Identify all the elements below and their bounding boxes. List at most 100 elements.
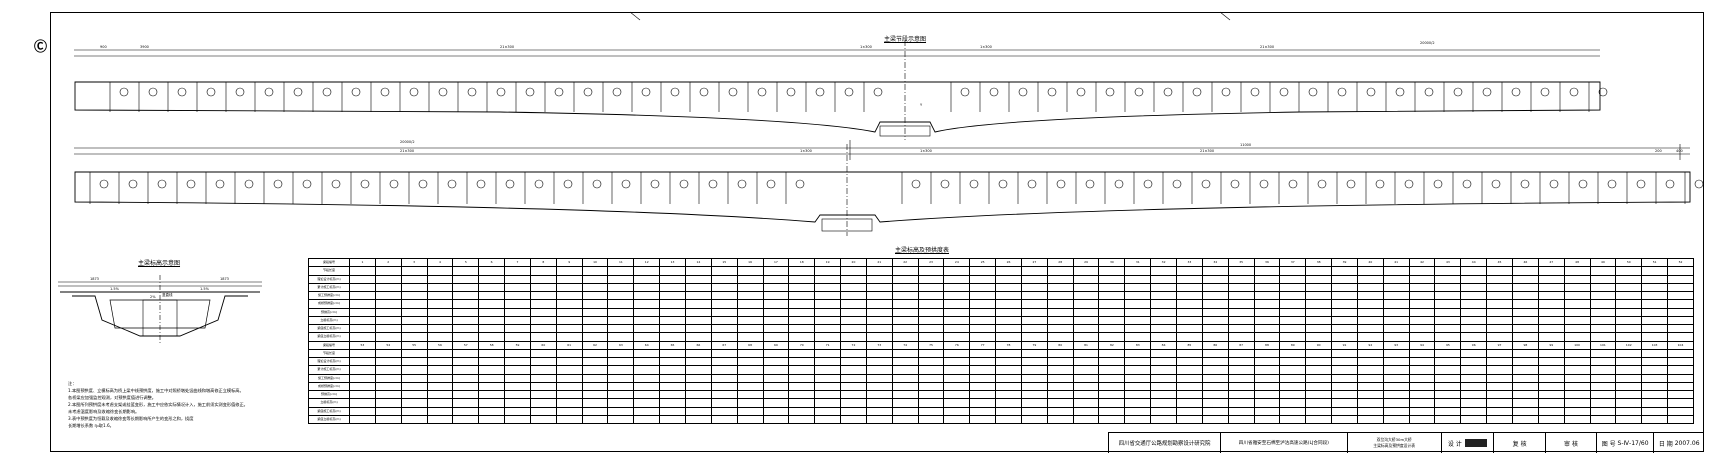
table-cell: 20 [840,257,867,268]
table-cell [969,406,997,416]
table-cell: 53 [349,340,376,350]
table-cell [633,348,661,359]
drawing-no-cell: 图 号 S-Ⅳ-17/60 [1595,433,1654,453]
segment-circle [1540,87,1550,97]
table-cell: 5 [452,257,480,268]
table-cell [1486,406,1513,416]
table-cell [659,373,686,383]
table-cell [995,381,1022,392]
table-cell [1563,398,1591,408]
table-cell [529,414,557,425]
table-cell [349,406,376,416]
table-cell [917,414,945,425]
table-cell [1511,414,1539,425]
table-cell [1434,398,1462,408]
table-cell [1305,299,1333,309]
table-cell [1537,373,1565,383]
table-cell [1563,365,1591,375]
table-cell [995,274,1022,284]
table-cell [1667,266,1694,276]
table-cell [1176,307,1203,317]
table-row: 梁底立模标高(m) [308,332,1694,342]
table-cell [1382,406,1410,416]
table-cell [400,381,428,392]
segment-circle [1085,179,1095,189]
table-cell [1253,274,1281,284]
segment-circle [1230,179,1240,189]
table-cell [426,274,454,284]
table-cell [943,266,971,276]
table-cell [1176,266,1203,276]
table-cell [865,299,893,309]
row-label: 理论设计标高(m) [308,274,350,284]
table-cell [1253,290,1281,301]
table-cell: 90 [1305,340,1333,350]
table-cell [349,373,376,383]
table-cell [1408,381,1436,392]
table-cell [607,274,635,284]
table-cell [555,398,583,408]
table-cell [452,323,480,334]
segment-circle [447,179,457,189]
table-cell [1408,307,1436,317]
table-cell [1331,348,1358,359]
table-cell [1589,414,1617,425]
table-cell [1020,356,1048,367]
table-cell [1460,315,1488,326]
table-cell [1253,282,1281,293]
table-cell [1511,348,1539,359]
table-cell [1124,266,1152,276]
table-cell [1486,290,1513,301]
table-cell [1305,389,1333,400]
table-cell [529,356,557,367]
table-cell [1305,373,1333,383]
table-cell [1486,348,1513,359]
table-row: 成桥预拱度(cm) [308,299,1694,309]
table-cell [1667,373,1694,383]
table-cell [400,290,428,301]
table-cell [1667,315,1694,326]
table-cell [1486,266,1513,276]
table-cell: 92 [1356,340,1384,350]
table-cell [891,282,919,293]
table-cell: 68 [736,340,764,350]
table-cell [529,406,557,416]
table-cell [1589,315,1617,326]
table-cell [1331,315,1358,326]
table-cell [1046,274,1074,284]
table-cell [814,332,842,342]
table-cell [684,299,712,309]
row-label: 预抛高(cm) [308,307,350,317]
table-cell [1227,323,1255,334]
table-cell [865,381,893,392]
table-cell [555,266,583,276]
table-cell [1150,290,1177,301]
table-cell [1589,398,1617,408]
table-cell [659,348,686,359]
table-cell [1537,332,1565,342]
table-cell [1486,315,1513,326]
table-cell [1615,332,1643,342]
table-cell [995,406,1022,416]
table-cell [1201,315,1229,326]
segment-circle [293,87,303,97]
table-row: 理论设计标高(m) [308,274,1694,284]
table-cell [1382,323,1410,334]
table-cell: 14 [684,257,712,268]
table-cell [1201,266,1229,276]
table-cell [1124,406,1152,416]
table-cell [1098,307,1126,317]
table-cell [1511,274,1539,284]
table-cell [1434,299,1462,309]
segment-circle [1694,179,1704,189]
table-cell [1460,414,1488,425]
table-cell [814,414,842,425]
table-cell: 61 [555,340,583,350]
table-cell: 98 [1511,340,1539,350]
table-cell: 69 [762,340,790,350]
table-cell [1356,299,1384,309]
table-cell [1098,274,1126,284]
table-cell [400,266,428,276]
table-cell: 79 [1020,340,1048,350]
table-cell [1434,373,1462,383]
